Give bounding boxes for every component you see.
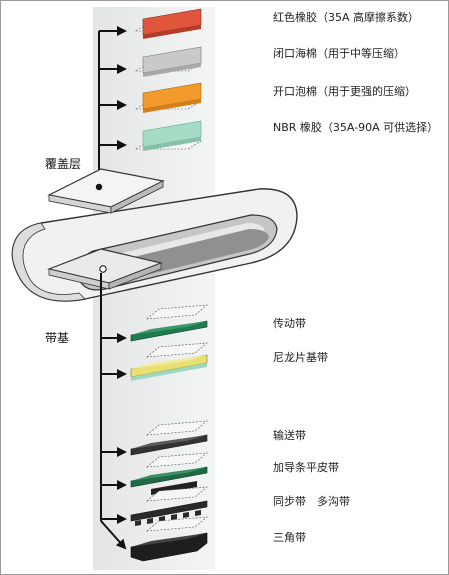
base-type-label-conveyor-belt: 输送带	[273, 429, 306, 442]
base-connector	[100, 273, 127, 550]
cover-connector-dot	[95, 183, 103, 191]
base-connector-dot	[99, 265, 107, 273]
cover-section-label: 覆盖层	[45, 157, 82, 171]
base-type-v-belt	[130, 516, 208, 562]
cover-layer-label-closed-foam: 闭口海棉（用于中等压缩）	[273, 47, 405, 60]
cover-layer-red-rubber	[134, 8, 203, 39]
base-type-stack	[130, 304, 208, 562]
base-type-label-transmission-belt: 传动带	[273, 317, 306, 330]
cover-layer-open-foam	[134, 82, 203, 113]
base-type-label-nylon-belt: 尼龙片基带	[273, 351, 328, 364]
cover-layer-label-nbr-rubber: NBR 橡胶（35A-90A 可供选择）	[273, 121, 439, 134]
cover-layer-label-open-foam: 开口泡棉（用于更强的压缩）	[273, 85, 416, 98]
cover-plate	[47, 168, 165, 214]
base-type-label-v-belt: 三角带	[273, 531, 306, 544]
base-section-label: 带基	[45, 331, 70, 345]
cover-layer-nbr-rubber	[134, 120, 203, 151]
base-type-label-timing-belt: 同步带 多沟带	[273, 495, 350, 508]
base-type-label-guided-flat-belt: 加导条平皮带	[273, 461, 339, 474]
cover-connector	[98, 26, 127, 187]
base-type-timing-belt	[130, 486, 208, 526]
belt-loop	[11, 168, 298, 302]
base-type-nylon-belt	[130, 342, 208, 381]
cover-layer-label-red-rubber: 红色橡胶（35A 高摩擦系数）	[273, 11, 420, 24]
base-type-conveyor-belt	[130, 420, 208, 456]
base-type-transmission-belt	[130, 304, 208, 342]
cover-layer-closed-foam	[134, 46, 203, 77]
cover-layer-stack	[134, 8, 203, 151]
